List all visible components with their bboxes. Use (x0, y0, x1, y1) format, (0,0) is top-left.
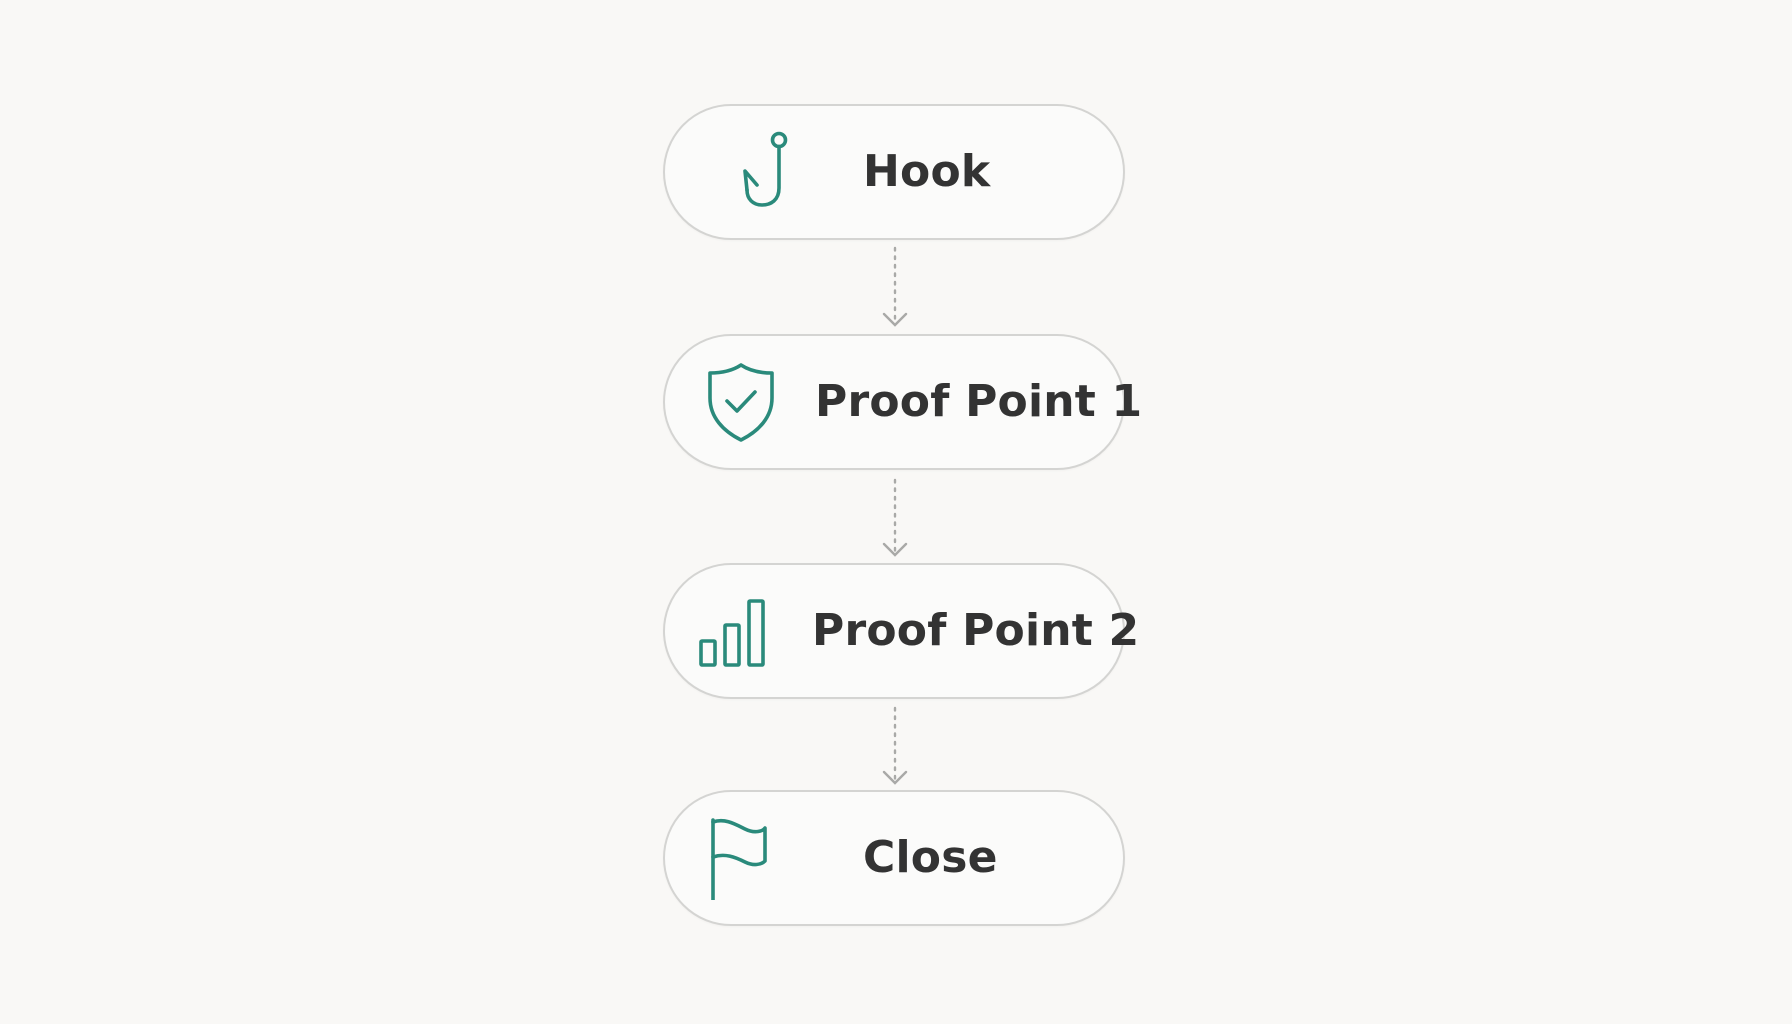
step-label: Proof Point 1 (815, 376, 1143, 427)
step-proof-point-2[interactable]: Proof Point 2 (663, 563, 1139, 699)
connector-arrow (880, 246, 910, 330)
step-proof-point-1[interactable]: Proof Point 1 (663, 334, 1142, 470)
step-label: Close (863, 832, 998, 883)
step-hook[interactable]: Hook (663, 104, 1125, 240)
connector-arrow (880, 706, 910, 788)
flag-icon (705, 816, 789, 900)
fishing-hook-icon (733, 130, 817, 214)
connector-arrow (880, 478, 910, 560)
step-label: Hook (863, 146, 991, 197)
step-close[interactable]: Close (663, 790, 1125, 926)
bar-chart-icon (697, 589, 781, 673)
shield-check-icon (699, 360, 783, 444)
step-label: Proof Point 2 (812, 605, 1140, 656)
